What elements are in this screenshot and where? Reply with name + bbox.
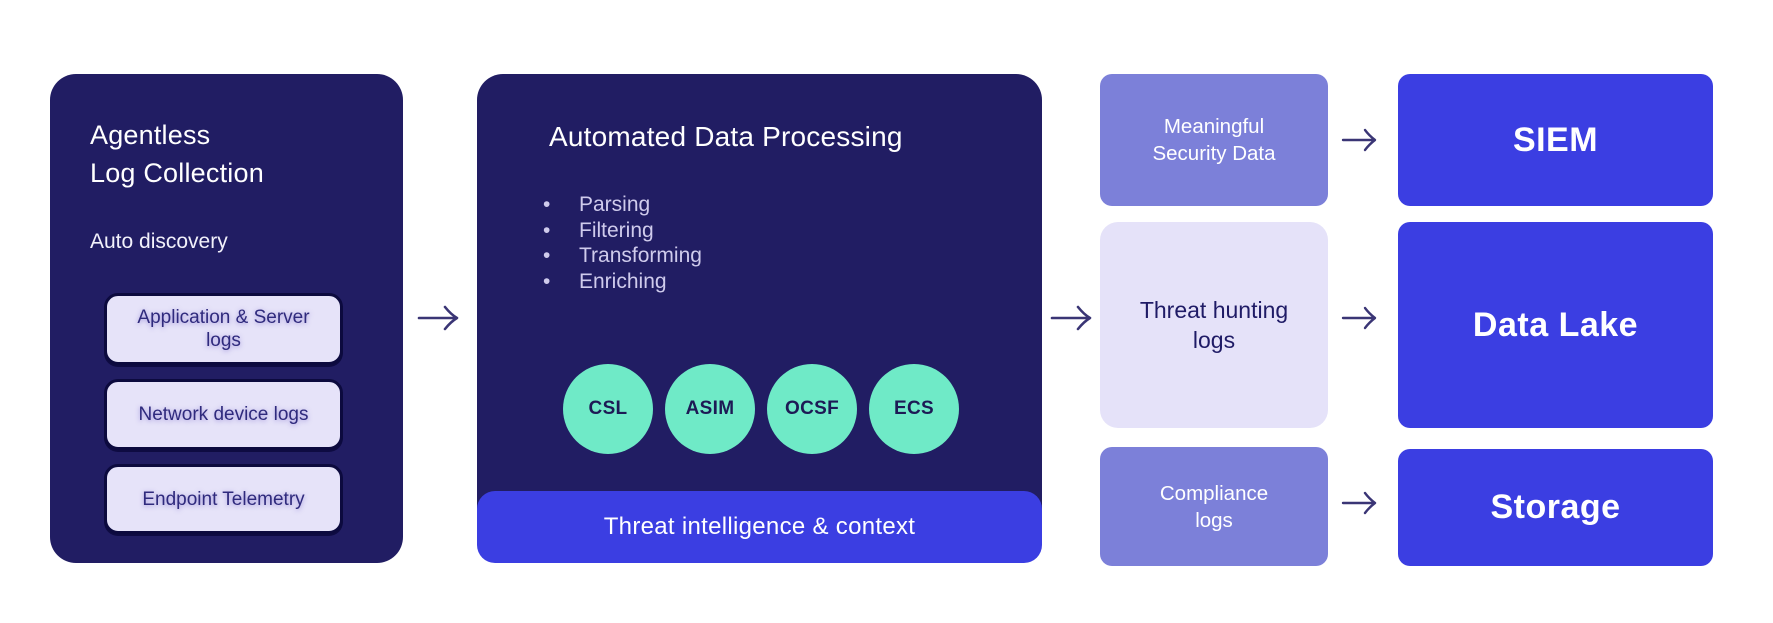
output-line: Meaningful bbox=[1163, 115, 1265, 138]
processing-panel-title: Automated Data Processing bbox=[549, 121, 903, 152]
auto-discovery-label: Auto discovery bbox=[90, 230, 228, 253]
panel-title-line1: Agentless bbox=[90, 120, 211, 150]
schema-badge-ocsf: OCSF bbox=[767, 364, 857, 454]
panel-title-line2: Log Collection bbox=[90, 158, 264, 188]
arrow-right-icon bbox=[1049, 301, 1095, 335]
dest-siem: SIEM bbox=[1398, 74, 1713, 206]
threat-intelligence-bar: Threat intelligence & context bbox=[477, 491, 1042, 563]
bullet-filtering: Filtering bbox=[543, 218, 702, 244]
arrow-right-icon bbox=[416, 301, 462, 335]
arrow-right-icon bbox=[1340, 488, 1380, 518]
bullet-enriching: Enriching bbox=[543, 269, 702, 295]
output-line: Compliance bbox=[1159, 481, 1269, 505]
schema-badge-csl: CSL bbox=[563, 364, 653, 454]
schema-badge-asim: ASIM bbox=[665, 364, 755, 454]
output-line: Threat hunting bbox=[1139, 297, 1289, 323]
dest-data-lake: Data Lake bbox=[1398, 222, 1713, 428]
dest-storage: Storage bbox=[1398, 449, 1713, 566]
arrow-right-icon bbox=[1340, 125, 1380, 155]
agentless-panel-title: Agentless Log Collection bbox=[90, 116, 264, 192]
output-threat-hunting-logs: Threat hunting logs bbox=[1100, 222, 1328, 428]
output-line: Security Data bbox=[1152, 142, 1276, 165]
bullet-transforming: Transforming bbox=[543, 243, 702, 269]
threat-intelligence-label: Threat intelligence & context bbox=[603, 513, 916, 540]
chip-endpoint-telemetry: Endpoint Telemetry bbox=[104, 464, 343, 534]
schema-badge-ecs: ECS bbox=[869, 364, 959, 454]
arrow-right-icon bbox=[1340, 303, 1380, 333]
output-compliance-logs: Compliance logs bbox=[1100, 447, 1328, 566]
agentless-log-collection-panel: Agentless Log Collection Auto discovery … bbox=[50, 74, 403, 563]
chip-network-device-logs: Network device logs bbox=[104, 379, 343, 450]
output-line: logs bbox=[1195, 508, 1233, 532]
chip-application-server-logs: Application & Server logs bbox=[104, 293, 343, 365]
processing-steps-list: Parsing Filtering Transforming Enriching bbox=[543, 192, 702, 294]
output-line: logs bbox=[1192, 327, 1236, 353]
output-meaningful-security-data: Meaningful Security Data bbox=[1100, 74, 1328, 206]
schema-badges-row: CSL ASIM OCSF ECS bbox=[563, 364, 959, 454]
automated-data-processing-panel: Automated Data Processing Parsing Filter… bbox=[477, 74, 1042, 563]
bullet-parsing: Parsing bbox=[543, 192, 702, 218]
